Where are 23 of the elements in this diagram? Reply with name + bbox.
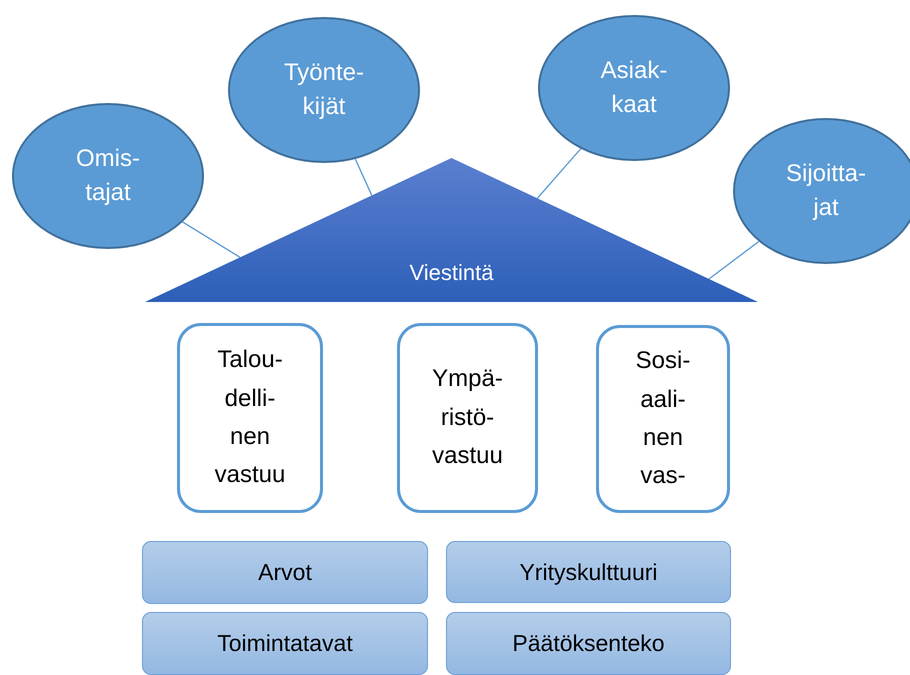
node-label: Toimintatavat bbox=[217, 630, 353, 657]
responsibility-box bbox=[596, 325, 730, 513]
connector-line bbox=[708, 240, 760, 280]
node-label: Talou- delli- nen vastuu bbox=[214, 345, 286, 490]
node-label: Päätöksenteko bbox=[512, 630, 665, 657]
foundation-box bbox=[446, 541, 731, 603]
node-label: Asiak- kaat bbox=[600, 56, 668, 120]
responsibility-box bbox=[397, 323, 538, 513]
node-label: Sosi- aali- nen vas- bbox=[634, 346, 692, 492]
connector-line bbox=[354, 158, 372, 196]
foundation-box bbox=[446, 612, 731, 675]
foundation-box bbox=[142, 541, 428, 604]
connector-line bbox=[182, 221, 240, 258]
foundation-box bbox=[142, 612, 428, 675]
node-label: Sijoitta- jat bbox=[784, 159, 868, 223]
responsibility-box bbox=[177, 323, 323, 513]
node-label: Työnte- kijät bbox=[282, 58, 366, 122]
node-label: Viestintä bbox=[410, 260, 494, 286]
node-label: Omis- tajat bbox=[75, 144, 141, 208]
node-label: Arvot bbox=[258, 559, 312, 586]
node-label: Ympä- ristö- vastuu bbox=[431, 364, 504, 472]
connector-line bbox=[536, 148, 582, 199]
node-label: Yrityskulttuuri bbox=[519, 558, 658, 586]
